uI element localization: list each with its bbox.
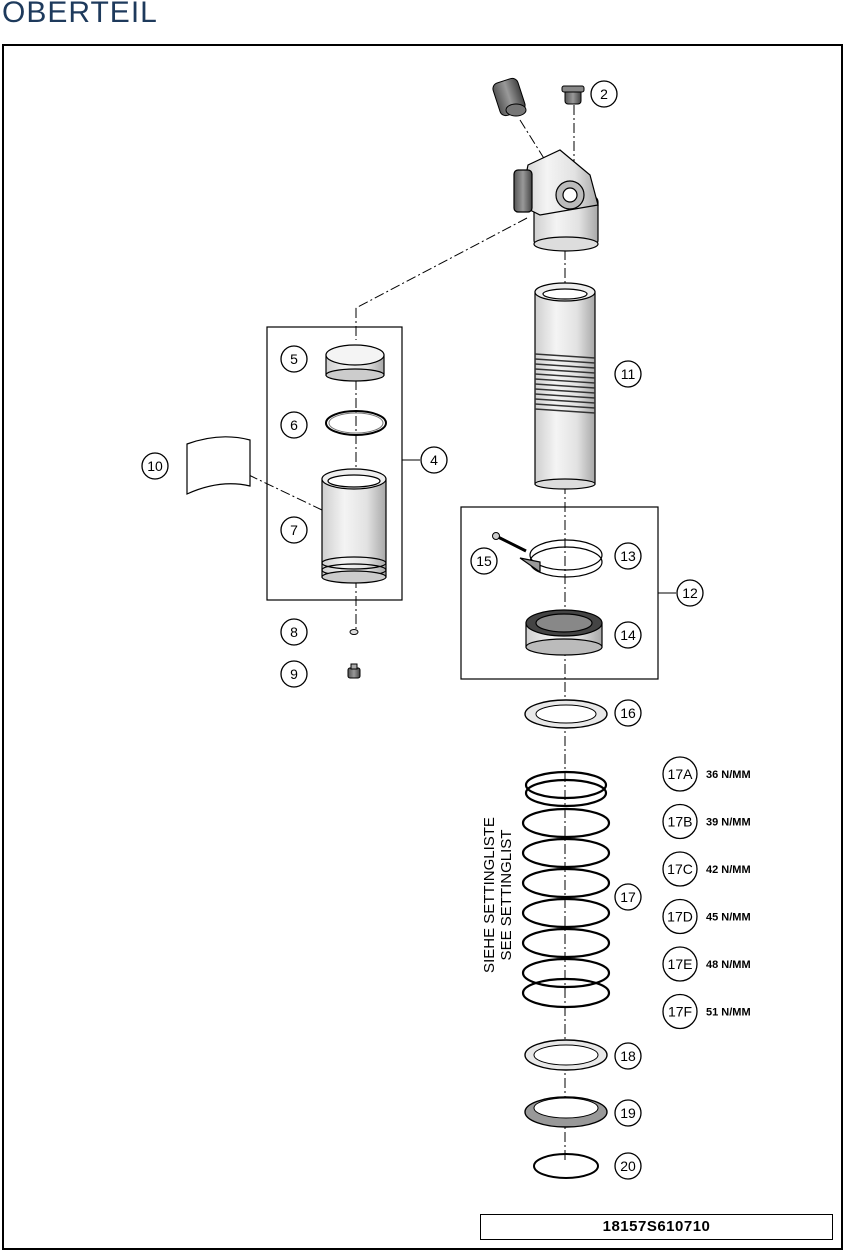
callout-label-18: 18 (620, 1048, 636, 1064)
part-14-preload-nut (525, 609, 603, 656)
callout-circle-12 (676, 579, 704, 607)
callout-label-14: 14 (620, 627, 636, 643)
spring-rate-17A: 36 N/MM (706, 769, 751, 781)
spring-callout-circle-17A (662, 756, 698, 792)
spring-callout-label-17E: 17E (668, 956, 693, 972)
callout-circle-2 (590, 80, 618, 108)
shock-head-assembly (513, 149, 599, 252)
callout-circle-6 (280, 411, 308, 439)
callout-circle-19 (614, 1099, 642, 1127)
callout-label-5: 5 (290, 351, 298, 367)
spring-callout-circle-17F (662, 993, 698, 1030)
spring-callout-label-17D: 17D (667, 909, 693, 925)
part-11-thread (534, 353, 596, 414)
callout-circle-11 (614, 360, 642, 388)
part-13-clamp-ring (519, 539, 603, 578)
adjuster-knob (492, 77, 527, 117)
callout-label-6: 6 (290, 417, 298, 433)
callout-label-2: 2 (600, 86, 608, 102)
spring-callout-circle-17C (662, 851, 698, 887)
spring-rate-17F: 51 N/MM (706, 1007, 751, 1019)
callout-circle-10 (141, 452, 169, 480)
spring-rate-17C: 42 N/MM (706, 864, 751, 876)
group-box-4 (266, 326, 403, 601)
callout-circle-20 (614, 1152, 642, 1180)
assembly-line-adjuster (519, 119, 546, 161)
callout-label-7: 7 (290, 522, 298, 538)
callout-circle-13 (614, 542, 642, 570)
callout-label-16: 16 (620, 705, 636, 721)
callout-circle-15 (470, 547, 498, 575)
callout-label-9: 9 (290, 666, 298, 682)
assembly-line-top-left (355, 217, 528, 309)
page-title: OBERTEIL (2, 0, 158, 29)
callout-circle-4 (420, 446, 448, 474)
callout-circle-18 (614, 1042, 642, 1070)
spring-callout-label-17B: 17B (668, 814, 693, 830)
part-20-circlip (533, 1153, 599, 1179)
callout-circle-8 (280, 618, 308, 646)
callout-label-4: 4 (430, 452, 438, 468)
spring-rate-17E: 48 N/MM (706, 959, 751, 971)
spring-callout-label-17C: 17C (667, 861, 693, 877)
spring-rate-17D: 45 N/MM (706, 912, 751, 924)
part-9-screw (347, 663, 361, 679)
setting-note-en: SEE SETTINGLIST (498, 830, 515, 961)
spring-callout-label-17A: 17A (668, 766, 694, 782)
part-2-valve (561, 85, 585, 105)
setting-note-de: SIEHE SETTINGLISTE (481, 817, 498, 973)
callout-label-11: 11 (621, 366, 636, 382)
part-10-sleeve (186, 436, 251, 495)
spring-callout-circle-17B (662, 803, 698, 840)
spring-callout-label-17F: 17F (668, 1004, 692, 1020)
callout-label-12: 12 (682, 585, 698, 601)
callout-circle-14 (614, 621, 642, 649)
callout-circle-7 (280, 516, 308, 544)
part-7-reservoir (321, 468, 387, 584)
callout-circle-9 (280, 660, 308, 688)
callout-circle-17 (614, 883, 642, 911)
callout-circle-16 (614, 699, 642, 727)
callout-label-10: 10 (147, 458, 163, 474)
part-5-cap (325, 344, 385, 382)
diagram-frame (2, 44, 843, 1250)
spring-callout-circle-17D (662, 898, 698, 935)
callout-circle-5 (280, 345, 308, 373)
callout-label-15: 15 (476, 553, 492, 569)
callout-label-8: 8 (290, 624, 298, 640)
part-8-washer (349, 629, 359, 635)
callout-label-20: 20 (620, 1158, 636, 1174)
part-6-o-ring (325, 410, 387, 436)
part-17-spring (521, 770, 611, 1009)
part-15-bolt (492, 532, 527, 553)
callout-label-17: 17 (620, 889, 636, 905)
callout-label-13: 13 (620, 548, 636, 564)
assembly-line-10 (231, 466, 323, 511)
spring-rate-17B: 39 N/MM (706, 817, 751, 829)
callout-label-19: 19 (620, 1105, 636, 1121)
spring-callout-circle-17E (662, 946, 698, 982)
part-number-box: 18157S610710 (480, 1214, 833, 1240)
